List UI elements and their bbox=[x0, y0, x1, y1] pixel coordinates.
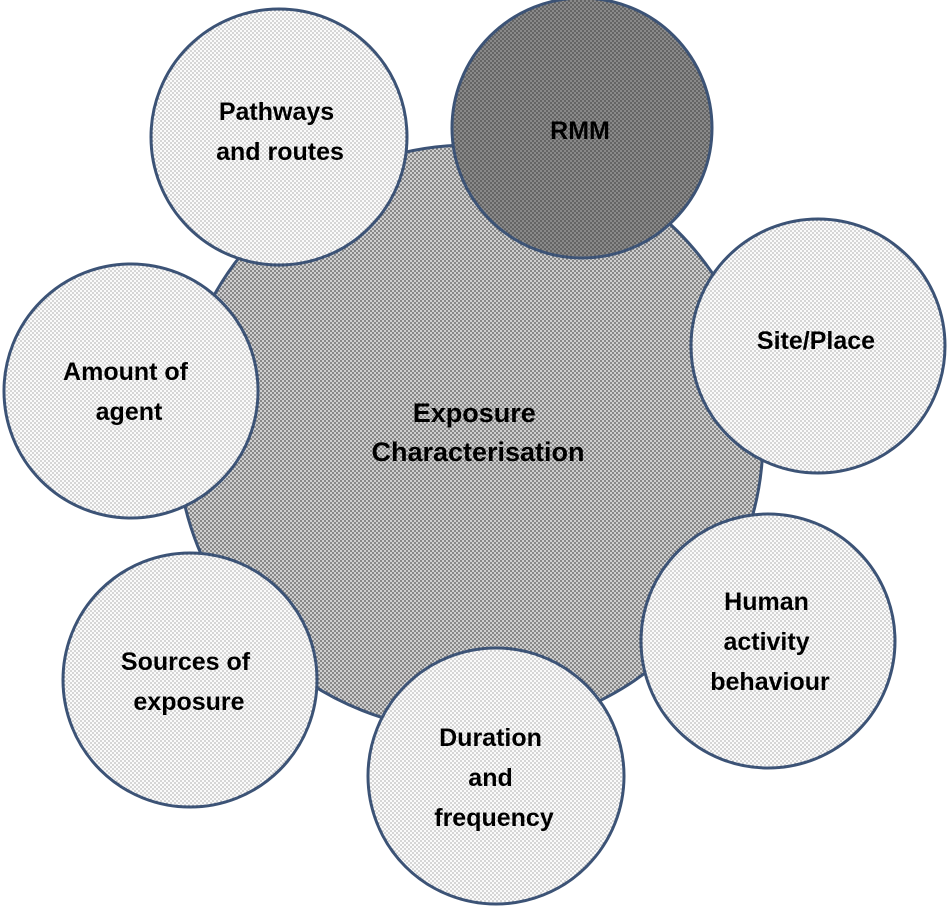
satellite-label: Pathways and routes bbox=[216, 98, 344, 166]
satellite-label-line: Pathways bbox=[219, 98, 334, 126]
satellite-circle bbox=[639, 512, 897, 770]
satellite-node-duration: Duration and frequency bbox=[366, 646, 626, 906]
satellite-label: Amount of agent bbox=[63, 358, 195, 426]
satellite-label: Human activity behaviour bbox=[710, 588, 830, 696]
satellite-label-line: Site/Place bbox=[757, 327, 875, 355]
satellite-circle bbox=[149, 7, 409, 267]
satellite-label-line: and routes bbox=[216, 138, 344, 166]
satellite-label-line: behaviour bbox=[710, 668, 830, 696]
satellite-label-line: RMM bbox=[550, 117, 610, 145]
satellite-circle bbox=[689, 217, 947, 475]
satellite-node-amount: Amount of agent bbox=[2, 262, 260, 520]
satellite-circle bbox=[366, 646, 626, 906]
satellite-node-human-activity: Human activity behaviour bbox=[639, 512, 897, 770]
satellite-circle bbox=[2, 262, 260, 520]
center-label-line: Exposure bbox=[413, 398, 536, 428]
satellite-label-line: and bbox=[468, 764, 512, 792]
satellite-label-line: Duration bbox=[439, 724, 542, 752]
satellite-label-line: Human bbox=[724, 588, 809, 616]
satellite-circle bbox=[450, 0, 714, 260]
satellite-label: Site/Place bbox=[757, 327, 875, 355]
satellite-label: RMM bbox=[550, 117, 610, 145]
satellite-label-line: frequency bbox=[434, 804, 554, 832]
center-label: Exposure Characterisation bbox=[371, 398, 584, 467]
satellite-label-line: agent bbox=[96, 398, 163, 426]
satellite-circle bbox=[61, 551, 319, 809]
satellite-node-rmm: RMM bbox=[450, 0, 714, 260]
center-label-line: Characterisation bbox=[371, 437, 584, 467]
satellite-label-line: activity bbox=[723, 628, 809, 656]
satellite-node-site: Site/Place bbox=[689, 217, 947, 475]
satellite-label: Sources of exposure bbox=[121, 648, 257, 716]
satellite-label-line: Amount of bbox=[63, 358, 189, 386]
satellite-label-line: exposure bbox=[133, 688, 244, 716]
satellite-node-pathways: Pathways and routes bbox=[149, 7, 409, 267]
satellite-node-sources: Sources of exposure bbox=[61, 551, 319, 809]
satellite-label: Duration and frequency bbox=[434, 724, 554, 832]
satellite-label-line: Sources of bbox=[121, 648, 251, 676]
